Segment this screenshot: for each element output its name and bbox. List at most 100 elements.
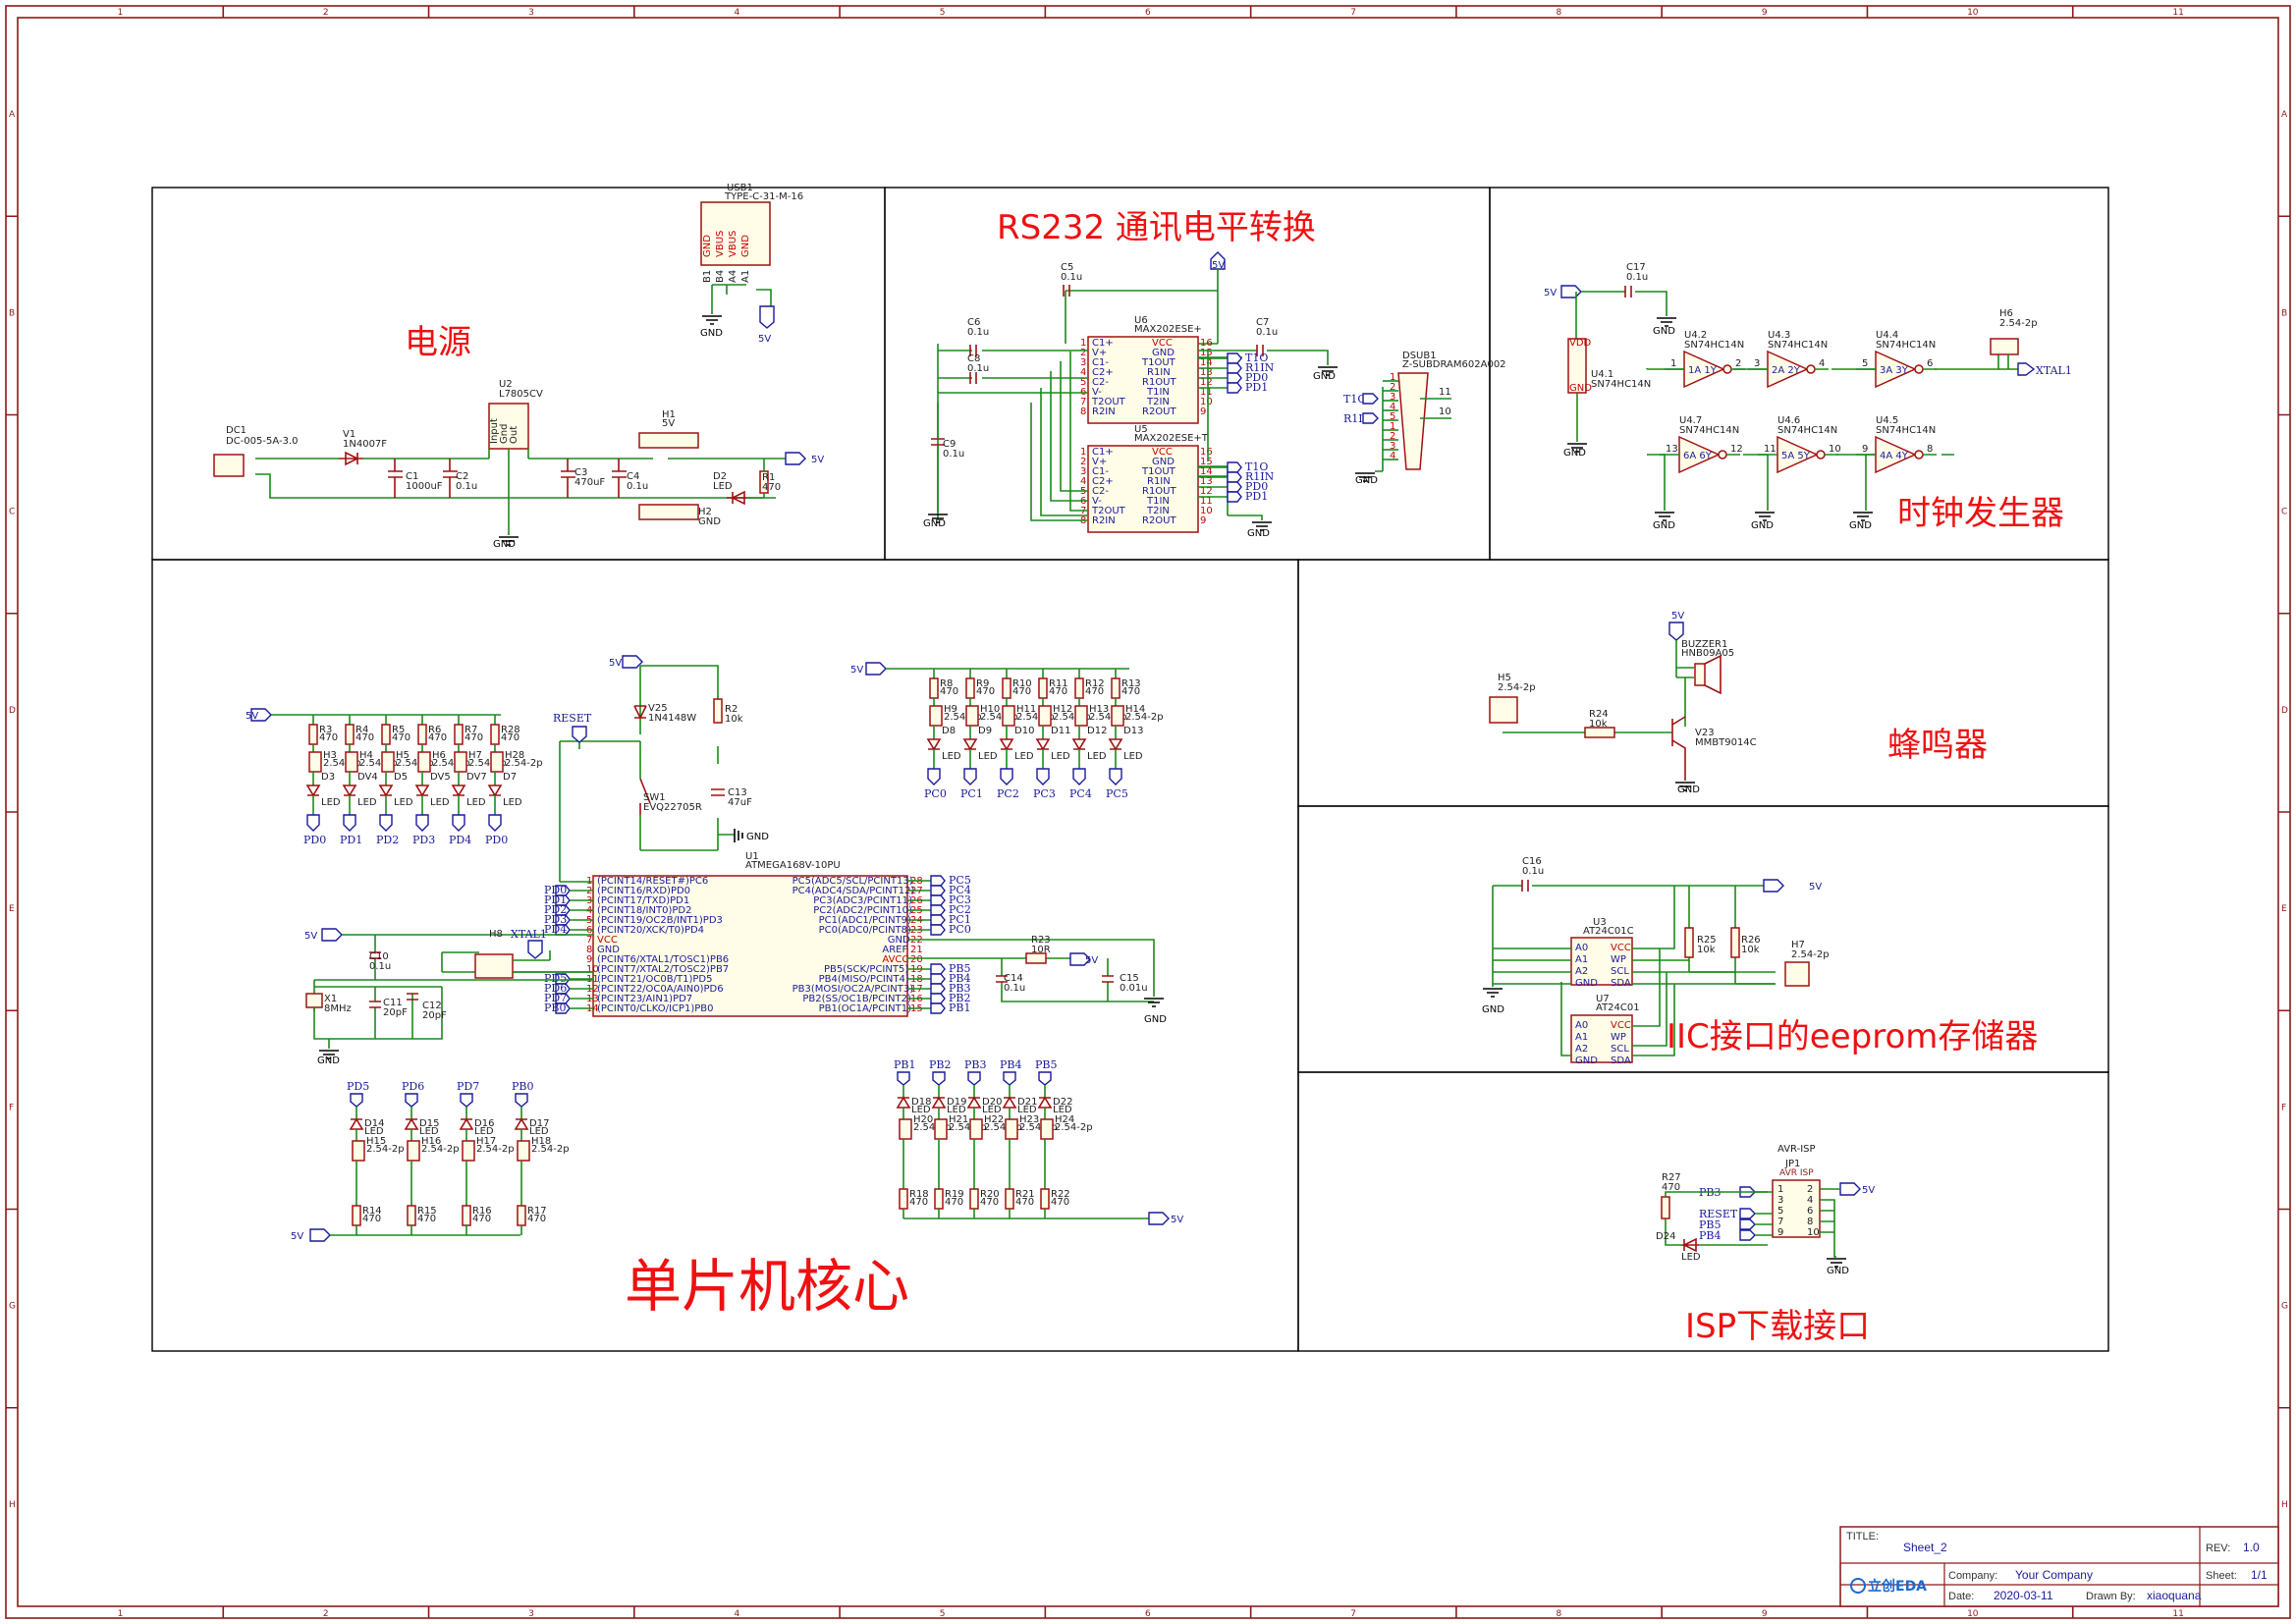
h6-header <box>1990 338 2019 355</box>
pc-resistor-value: 470 <box>1012 686 1031 697</box>
max202-right-pin: VCC <box>1152 338 1173 349</box>
c7-ref: C7 <box>1256 317 1269 328</box>
pin-number: 1 <box>586 876 592 887</box>
pin-number: 8 <box>586 945 592 955</box>
max202-left-pin: C1+ <box>1092 447 1114 458</box>
gate-pin-labels: 4A 4Y <box>1880 451 1909 461</box>
clock-gnd4: GND <box>1751 520 1774 531</box>
column-marker: 4 <box>734 8 739 18</box>
eeprom-left-pin: A2 <box>1575 1044 1588 1055</box>
u1-net-port <box>555 894 571 906</box>
v1-value: 1N4007F <box>343 439 387 450</box>
h7-header <box>1784 961 1810 987</box>
u1-right-pin: PC0(ADC0/PCINT8) <box>819 925 911 936</box>
gate-output-pin: 4 <box>1819 358 1825 369</box>
pc-led <box>999 738 1014 751</box>
pc-header <box>1111 705 1124 727</box>
dsub-pin-number: 1 <box>1390 372 1395 383</box>
v1-ref: V1 <box>343 429 355 440</box>
row-marker: C <box>2281 508 2287 517</box>
u1-net-port <box>930 875 946 887</box>
dsub-connector <box>1397 372 1429 470</box>
pd-resistor <box>490 724 500 745</box>
c16-ref: C16 <box>1522 856 1542 867</box>
h5-buzzer-ref: H5 <box>1498 673 1511 683</box>
u41-ref: U4.1 <box>1591 369 1613 380</box>
bl-led-ref: D16 <box>474 1118 494 1129</box>
max202-left-pin: V- <box>1092 387 1102 398</box>
c13-value: 47uF <box>728 797 752 808</box>
rs232-net-label: PD0 <box>1245 480 1268 493</box>
pd-header <box>308 751 322 773</box>
bl-resistor-value: 470 <box>527 1214 546 1224</box>
c9-value: 0.1u <box>943 449 964 460</box>
u6-ref: U6 <box>1134 315 1148 326</box>
c14-value: 0.1u <box>1004 983 1025 994</box>
v23-value: MMBT9014C <box>1695 737 1757 748</box>
usb-gnd-symbol <box>702 315 722 325</box>
buzzer-ref: BUZZER1 <box>1681 639 1727 650</box>
bl-led-value: LED <box>529 1126 549 1137</box>
pin-number: 9 <box>1200 406 1206 417</box>
clock-gnd3: GND <box>1653 520 1675 531</box>
column-marker: 8 <box>1557 8 1562 18</box>
eda-logo-text: 立创EDA <box>1868 1578 1927 1595</box>
max202-right-pin: VCC <box>1152 447 1173 458</box>
pc-net-port <box>963 768 977 785</box>
br-resistor-value: 470 <box>909 1197 928 1208</box>
gate-value: SN74HC14N <box>1679 425 1739 436</box>
isp-net-label: RESET <box>1699 1208 1738 1220</box>
pc-resistor-value: 470 <box>1049 686 1067 697</box>
pc-led-value: LED <box>978 751 998 762</box>
pd-header <box>490 751 504 773</box>
pd-led <box>414 785 430 797</box>
pd-resistor-value: 470 <box>355 732 374 743</box>
usb-connector <box>700 201 771 266</box>
usb-5v-label: 5V <box>758 334 771 345</box>
sw1-ref: SW1 <box>643 792 666 803</box>
u1-right-pin: AREF <box>882 945 907 955</box>
u1-net-port <box>930 885 946 896</box>
max202-left-pin: C1- <box>1092 466 1109 477</box>
pin-number: 14 <box>1200 466 1213 477</box>
usb-ref: USB1 <box>727 183 753 193</box>
pc-header-value: 2.54-2p <box>1089 712 1127 723</box>
pin-number: 10 <box>1200 397 1213 407</box>
r25-value: 10k <box>1697 945 1716 955</box>
pin-number: 11 <box>1200 496 1213 507</box>
rs232-5v-label: 5V <box>1212 260 1225 271</box>
gate-value: SN74HC14N <box>1876 425 1936 436</box>
row-marker: H <box>2281 1500 2288 1510</box>
pin-number: 9 <box>1200 515 1206 526</box>
u1-net-port <box>555 914 571 926</box>
row-marker: E <box>2281 904 2287 914</box>
pc-header-ref: H9 <box>944 704 957 715</box>
h6-value: 2.54-2p <box>1999 318 2038 329</box>
rs232-net-label: R1IN <box>1245 361 1275 374</box>
eeprom-circuit: C16 0.1u 5V U3 AT24C01C A0A1A2GNDVCCWPSC… <box>1482 856 1830 1066</box>
r26-ref: R26 <box>1741 935 1761 946</box>
isp-section-box <box>1297 1071 2109 1352</box>
r1-ref: R1 <box>762 472 775 483</box>
buzzer-circuit: 5V BUZZER1 HNB09A05 H5 2.54-2p R24 10k V… <box>1489 611 1757 795</box>
rs232-net-label: PD1 <box>1245 381 1268 394</box>
u1-net-label: PC1 <box>949 913 971 926</box>
pd-resistor-ref: R6 <box>428 725 441 735</box>
pd-header-ref: H7 <box>468 750 482 761</box>
h1-ref: H1 <box>662 409 676 420</box>
eeprom-right-pin: WP <box>1611 954 1626 965</box>
rs232-net-port <box>1227 362 1242 374</box>
pd-led <box>342 785 357 797</box>
r1-value: 470 <box>762 482 781 493</box>
clock-xtal1-label: XTAL1 <box>2036 364 2072 377</box>
pc-header <box>929 705 943 727</box>
rs232-net-port <box>1227 491 1242 503</box>
r2-value: 10k <box>725 714 743 725</box>
c8-ref: C8 <box>967 353 980 364</box>
rs232-net-label: T1O <box>1245 352 1268 364</box>
max202-right-pin: T2IN <box>1146 506 1170 516</box>
br-resistor-value: 470 <box>980 1197 999 1208</box>
gate-pin-labels: 2A 2Y <box>1772 365 1801 376</box>
row-marker: G <box>2281 1302 2288 1312</box>
